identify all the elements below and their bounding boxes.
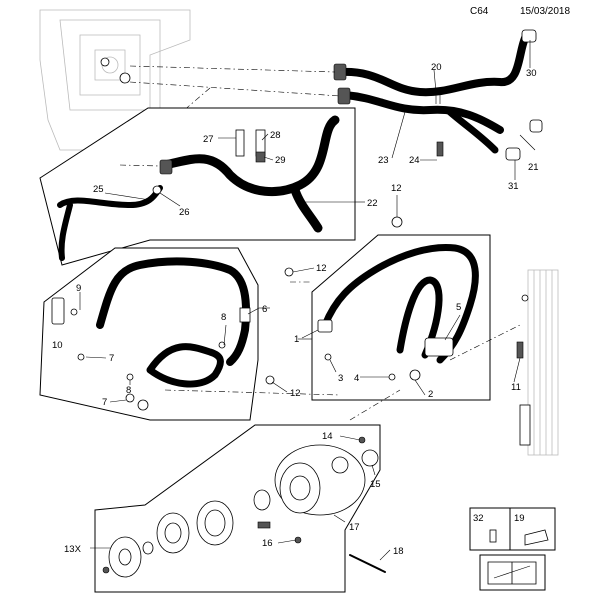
callout-23: 23 bbox=[378, 155, 389, 166]
callout-8b: 8 bbox=[221, 312, 226, 323]
coolant-hose-22 bbox=[57, 115, 340, 261]
callout-15: 15 bbox=[370, 479, 381, 490]
callout-5: 5 bbox=[456, 302, 461, 313]
callout-29: 29 bbox=[275, 155, 286, 166]
callout-14: 14 bbox=[322, 431, 333, 442]
condenser-outline bbox=[519, 269, 559, 456]
callout-30: 30 bbox=[526, 68, 537, 79]
wrench-icon bbox=[493, 565, 531, 579]
box-32 bbox=[469, 507, 511, 551]
callout-31: 31 bbox=[508, 181, 519, 192]
repair-manual-icon bbox=[487, 561, 537, 585]
callout-12c: 12 bbox=[290, 388, 301, 399]
callout-13x: 13X bbox=[64, 544, 82, 555]
callout-19: 19 bbox=[514, 513, 525, 524]
callout-21: 21 bbox=[528, 162, 539, 173]
panel-6 bbox=[39, 247, 259, 421]
loose-fasteners bbox=[77, 216, 524, 385]
callout-17: 17 bbox=[349, 522, 360, 533]
callout-1: 1 bbox=[294, 334, 299, 345]
compressor-assembly bbox=[102, 436, 386, 578]
callout-12a: 12 bbox=[391, 183, 402, 194]
callout-7a: 7 bbox=[109, 353, 114, 364]
panel-22 bbox=[39, 107, 356, 266]
diagram-code: C64 bbox=[470, 6, 489, 17]
callout-28: 28 bbox=[270, 130, 281, 141]
ac-line-1 bbox=[317, 243, 479, 381]
leader-lines bbox=[79, 40, 536, 561]
callout-10: 10 bbox=[52, 340, 63, 351]
callout-11: 11 bbox=[511, 382, 521, 393]
callout-26: 26 bbox=[179, 207, 190, 218]
callout-24: 24 bbox=[409, 155, 420, 166]
valve-cap-icon bbox=[489, 529, 497, 543]
callout-22: 22 bbox=[367, 198, 378, 209]
callout-20: 20 bbox=[431, 62, 442, 73]
callout-7b: 7 bbox=[102, 397, 107, 408]
callout-8a: 8 bbox=[126, 385, 131, 396]
callout-32: 32 bbox=[473, 513, 484, 524]
diagram-date: 15/03/2018 bbox=[520, 6, 571, 17]
callout-12b: 12 bbox=[316, 263, 327, 274]
callout-16: 16 bbox=[262, 538, 273, 549]
callout-25: 25 bbox=[93, 184, 104, 195]
callout-9: 9 bbox=[76, 283, 81, 294]
callout-18: 18 bbox=[393, 546, 404, 557]
callout-27: 27 bbox=[203, 134, 214, 145]
heater-hose-assembly bbox=[333, 29, 543, 161]
ac-line-6 bbox=[51, 257, 251, 411]
callout-4: 4 bbox=[354, 373, 359, 384]
oil-can-icon bbox=[524, 529, 549, 546]
callout-3: 3 bbox=[338, 373, 343, 384]
callout-2: 2 bbox=[428, 389, 433, 400]
callout-labels: 20 21 23 24 30 31 22 25 26 27 28 29 12 1… bbox=[52, 62, 539, 557]
callout-6: 6 bbox=[262, 304, 267, 315]
